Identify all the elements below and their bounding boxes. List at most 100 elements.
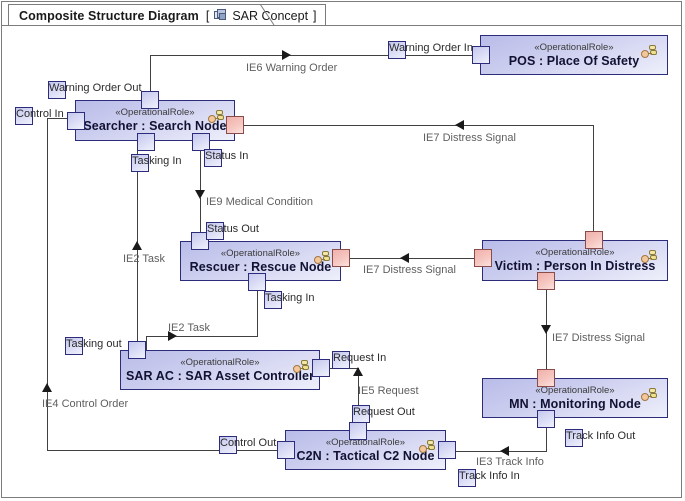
port-mn-track-info-out[interactable] [537,410,555,428]
connector-ie2a-arrowhead [132,241,142,250]
port-victim-distress-bottom[interactable] [537,272,555,290]
connector-ie3-segment-v [546,418,547,451]
port-searcher-warning-order-out-label: Warning Order Out [48,81,142,99]
node-pos[interactable]: «OperationalRole» POS : Place Of Safety [480,35,668,75]
tab-slant-edge [260,4,275,26]
bracket-open: [ [205,8,210,23]
port-c2n-request-out-label: Request Out [352,405,415,423]
port-c2n-request-out[interactable] [349,422,367,440]
node-sarac[interactable]: «OperationalRole» SAR AC : SAR Asset Con… [120,350,320,390]
connector-ie9-arrowhead [195,190,205,199]
connector-ie2b-arrowhead [168,331,177,341]
connector-ie7b-arrowhead [400,253,409,263]
node-searcher-stereotype: «OperationalRole» [115,107,195,118]
connector-ie7a-arrowhead [455,120,464,130]
operational-role-icon [293,360,310,376]
connector-ie7b-segment-h [341,258,482,259]
port-pos-warning-order-in[interactable] [472,46,490,64]
port-sarac-request-in[interactable] [312,359,330,377]
connector-ie7a-segment-v [593,125,594,243]
connector-ie6-segment-v [150,55,151,100]
node-rescuer-name: Rescuer : Rescue Node [189,260,332,274]
tab-top-edge [8,4,261,5]
operational-role-icon [641,388,658,404]
port-sarac-tasking-out[interactable] [128,341,146,359]
connector-ie2b-label: IE2 Task [168,322,210,334]
node-searcher-name: Searcher : Search Node [83,119,227,133]
connector-ie7c-arrowhead [541,325,551,334]
connector-ie2b-segment-v2 [257,281,258,337]
port-searcher-control-in-label: Control In [15,107,64,125]
connector-ie2a-label: IE2 Task [123,253,165,265]
connector-ie3-label: IE3 Track Info [476,456,544,468]
port-searcher-tasking-in-label: Tasking In [131,154,182,172]
node-c2n-stereotype: «OperationalRole» [325,437,406,448]
connector-ie9-segment-v2 [200,198,201,242]
operational-role-icon [208,110,225,126]
port-searcher-status-in[interactable] [192,133,210,151]
port-victim-distress-top[interactable] [585,231,603,249]
node-victim-name: Victim : Person In Distress [494,259,656,273]
port-searcher-status-in-label: Status In [204,149,248,167]
connector-ie7c-label: IE7 Distress Signal [552,332,645,344]
connector-ie3-segment-h [446,451,547,452]
connector-ie7a-segment-h [236,125,594,126]
port-rescuer-status-out[interactable] [191,232,209,250]
connector-ie2b-segment-h [146,336,258,337]
diagram-kind-label: Composite Structure Diagram [19,8,199,23]
connector-ie4-segment-h2 [47,118,76,119]
port-mn-track-info-out-label: Track Info Out [565,429,635,447]
connector-ie7a-label: IE7 Distress Signal [423,132,516,144]
node-pos-stereotype: «OperationalRole» [534,42,614,53]
port-searcher-tasking-in[interactable] [137,133,155,151]
operational-role-icon [314,251,331,267]
node-mn-stereotype: «OperationalRole» [535,385,615,396]
node-victim[interactable]: «OperationalRole» Victim : Person In Dis… [482,240,668,281]
connector-ie9-segment-v [200,140,201,192]
port-searcher-warning-order-out[interactable] [141,91,159,109]
connector-ie6-label: IE6 Warning Order [246,62,338,74]
port-mn-distress-in[interactable] [537,369,555,387]
port-c2n-track-info-in-label: Track Info In [458,469,520,487]
port-rescuer-status-out-label: Status Out [206,222,259,240]
connector-ie5-segment-v [358,368,359,431]
port-searcher-distress-in[interactable] [226,116,244,134]
connector-ie9-label: IE9 Medical Condition [206,196,314,208]
connector-ie4-arrowhead [42,383,52,392]
port-c2n-control-out-label: Control Out [219,436,276,454]
connector-ie6-segment-h [150,55,482,56]
header-divider [1,25,682,26]
node-mn-name: MN : Monitoring Node [509,397,641,411]
node-sarac-stereotype: «OperationalRole» [180,357,260,368]
composite-structure-diagram-icon [214,9,227,22]
bracket-close: ] [313,8,317,23]
connector-ie4-label: IE4 Control Order [42,398,129,410]
connector-ie3-arrowhead [500,446,509,456]
node-c2n-name: C2N : Tactical C2 Node [296,449,435,463]
connector-ie4-segment-h [47,450,286,451]
operational-role-icon [419,440,436,456]
port-c2n-control-out[interactable] [277,441,295,459]
connector-ie7b-label: IE7 Distress Signal [363,264,456,276]
diagram-title-tab[interactable]: Composite Structure Diagram [ SAR Concep… [8,4,326,26]
port-rescuer-tasking-in[interactable] [248,273,266,291]
operational-role-icon [641,45,658,61]
node-victim-stereotype: «OperationalRole» [535,247,615,258]
connector-ie4-segment-v [47,118,48,451]
connector-ie2b-segment-v1 [146,336,147,358]
node-rescuer-stereotype: «OperationalRole» [220,248,301,259]
port-rescuer-tasking-in-label: Tasking In [264,291,315,309]
operational-role-icon [641,250,658,266]
port-rescuer-distress-in[interactable] [332,249,350,267]
connector-ie6-arrowhead [282,50,291,60]
node-pos-name: POS : Place Of Safety [508,54,640,68]
connector-ie5-label: IE5 Request [358,385,419,397]
port-sarac-request-in-label: Request In [332,351,386,369]
diagram-name-label: SAR Concept [232,8,309,23]
port-c2n-track-info-in[interactable] [438,441,456,459]
port-victim-distress-left[interactable] [474,249,492,267]
node-mn[interactable]: «OperationalRole» MN : Monitoring Node [482,378,668,418]
port-sarac-tasking-out-label: Tasking out [65,337,122,355]
port-searcher-control-in[interactable] [67,112,85,130]
